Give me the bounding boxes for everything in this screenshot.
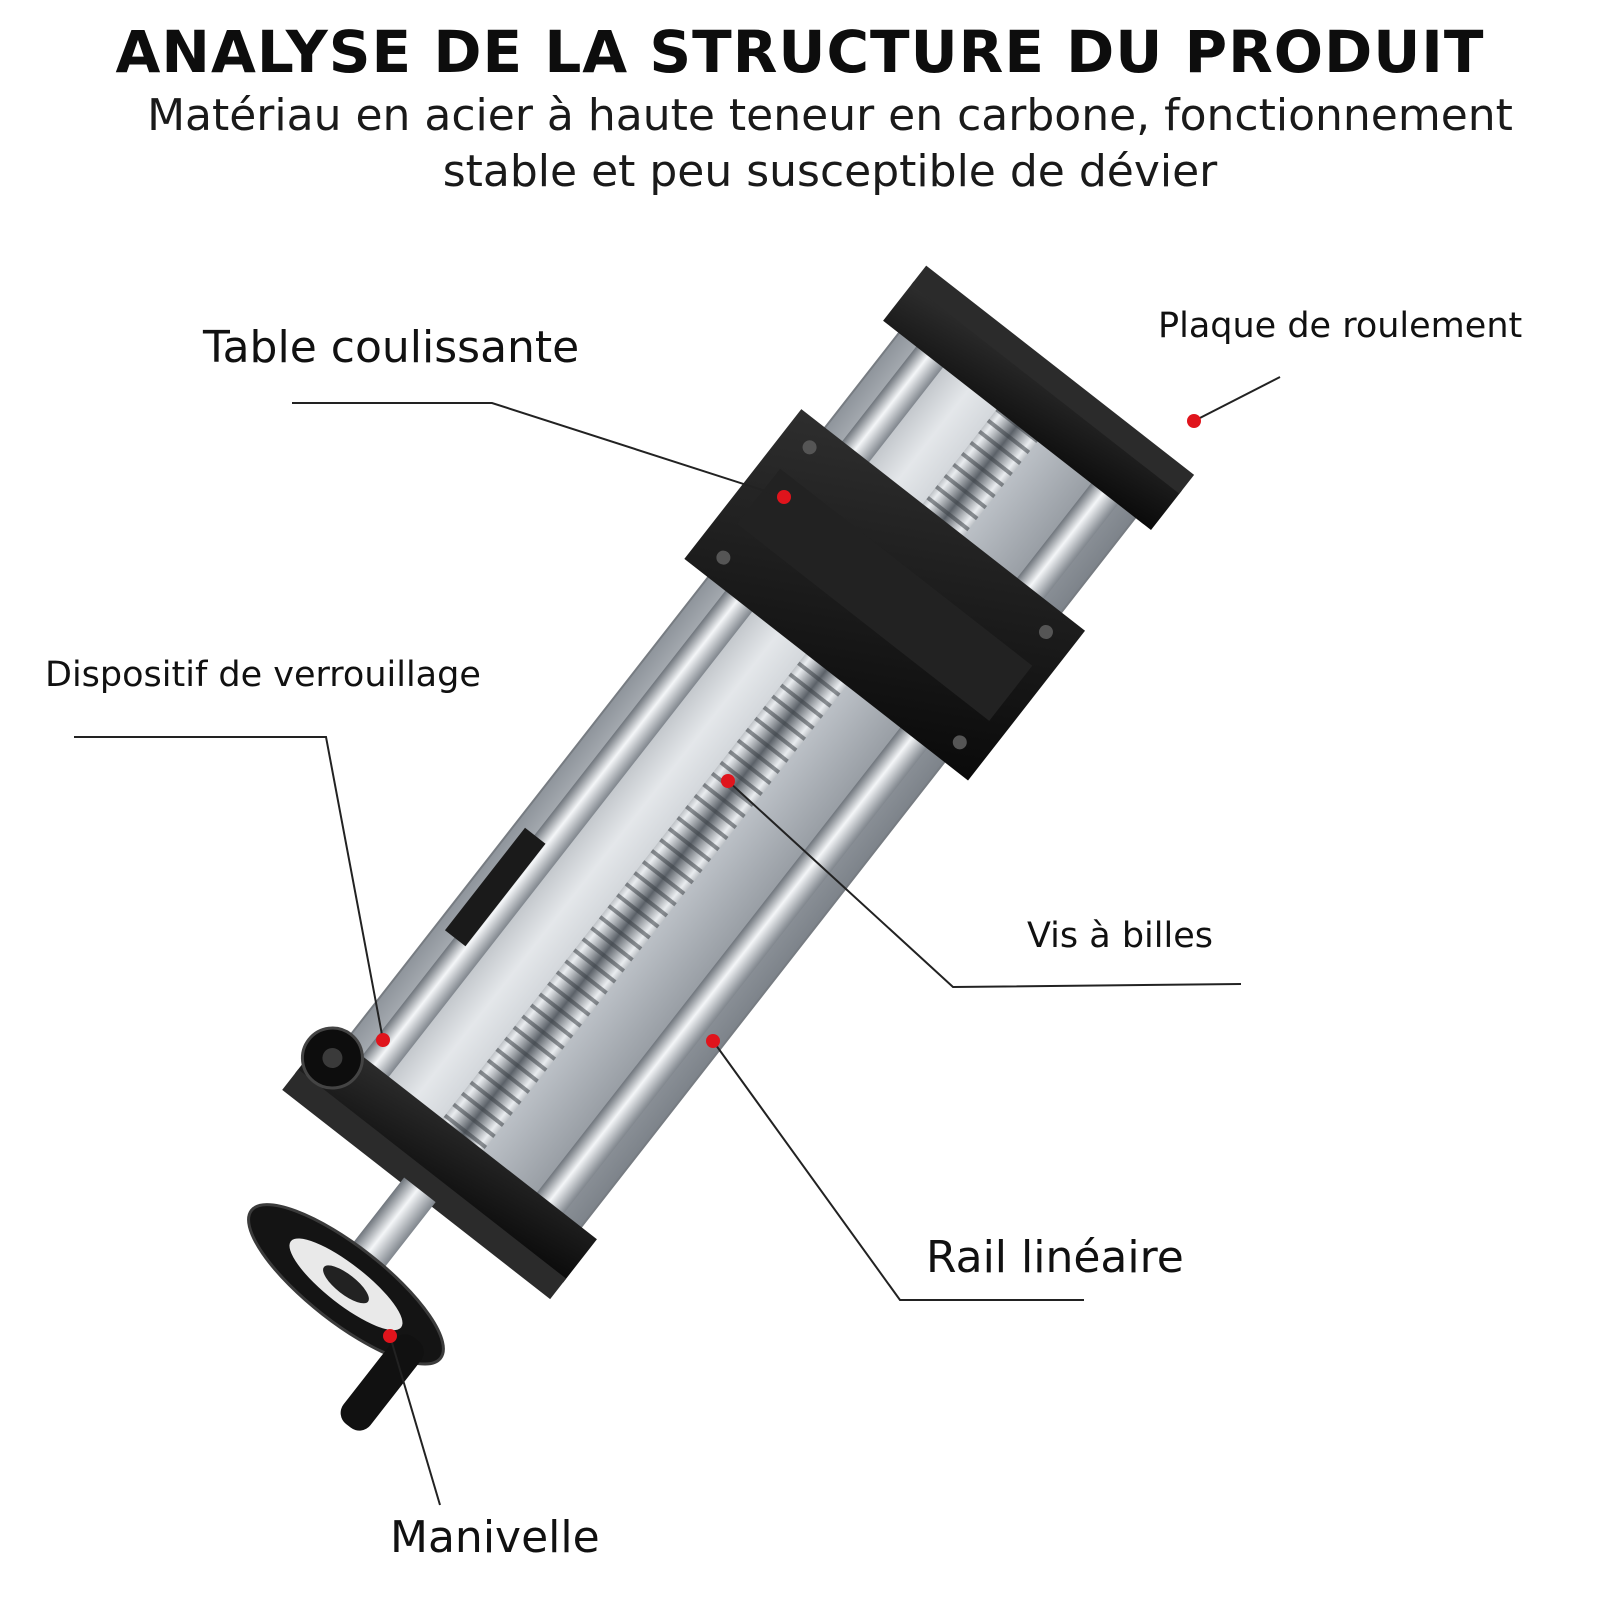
marker-plaque xyxy=(1187,414,1201,428)
lock-slider xyxy=(444,827,546,947)
label-table-coulissante: Table coulissante xyxy=(203,322,580,373)
bearing-plate-bottom xyxy=(282,1026,597,1300)
hand-wheel xyxy=(247,1203,445,1431)
marker-lock xyxy=(376,1033,390,1047)
label-dispositif-de-verrouillage: Dispositif de verrouillage xyxy=(45,655,481,695)
slide-assembly xyxy=(247,265,1195,1431)
label-rail-lineaire: Rail linéaire xyxy=(926,1232,1184,1283)
marker-vis xyxy=(721,774,735,788)
marker-mani xyxy=(383,1329,397,1343)
leader-mani xyxy=(389,1335,441,1506)
bearing-plate-top xyxy=(883,265,1195,531)
drive-shaft xyxy=(348,1177,436,1273)
marker-rail xyxy=(706,1034,720,1048)
page-subtitle: Matériau en acier à haute teneur en carb… xyxy=(147,90,1513,197)
leader-rail xyxy=(712,1040,1084,1301)
page-title: ANALYSE DE LA STRUCTURE DU PRODUIT xyxy=(115,18,1485,86)
leader-plaque xyxy=(1193,376,1281,422)
label-plaque-de-roulement: Plaque de roulement xyxy=(1158,306,1523,346)
leader-vis xyxy=(727,780,1242,989)
label-vis-a-billes: Vis à billes xyxy=(1027,916,1213,956)
crank-handle xyxy=(340,1334,424,1431)
leader-lock xyxy=(74,736,384,1041)
markers xyxy=(376,414,1201,1343)
leader-lines xyxy=(74,376,1281,1506)
label-manivelle: Manivelle xyxy=(390,1512,600,1563)
leader-table xyxy=(292,402,785,498)
marker-table xyxy=(777,490,791,504)
